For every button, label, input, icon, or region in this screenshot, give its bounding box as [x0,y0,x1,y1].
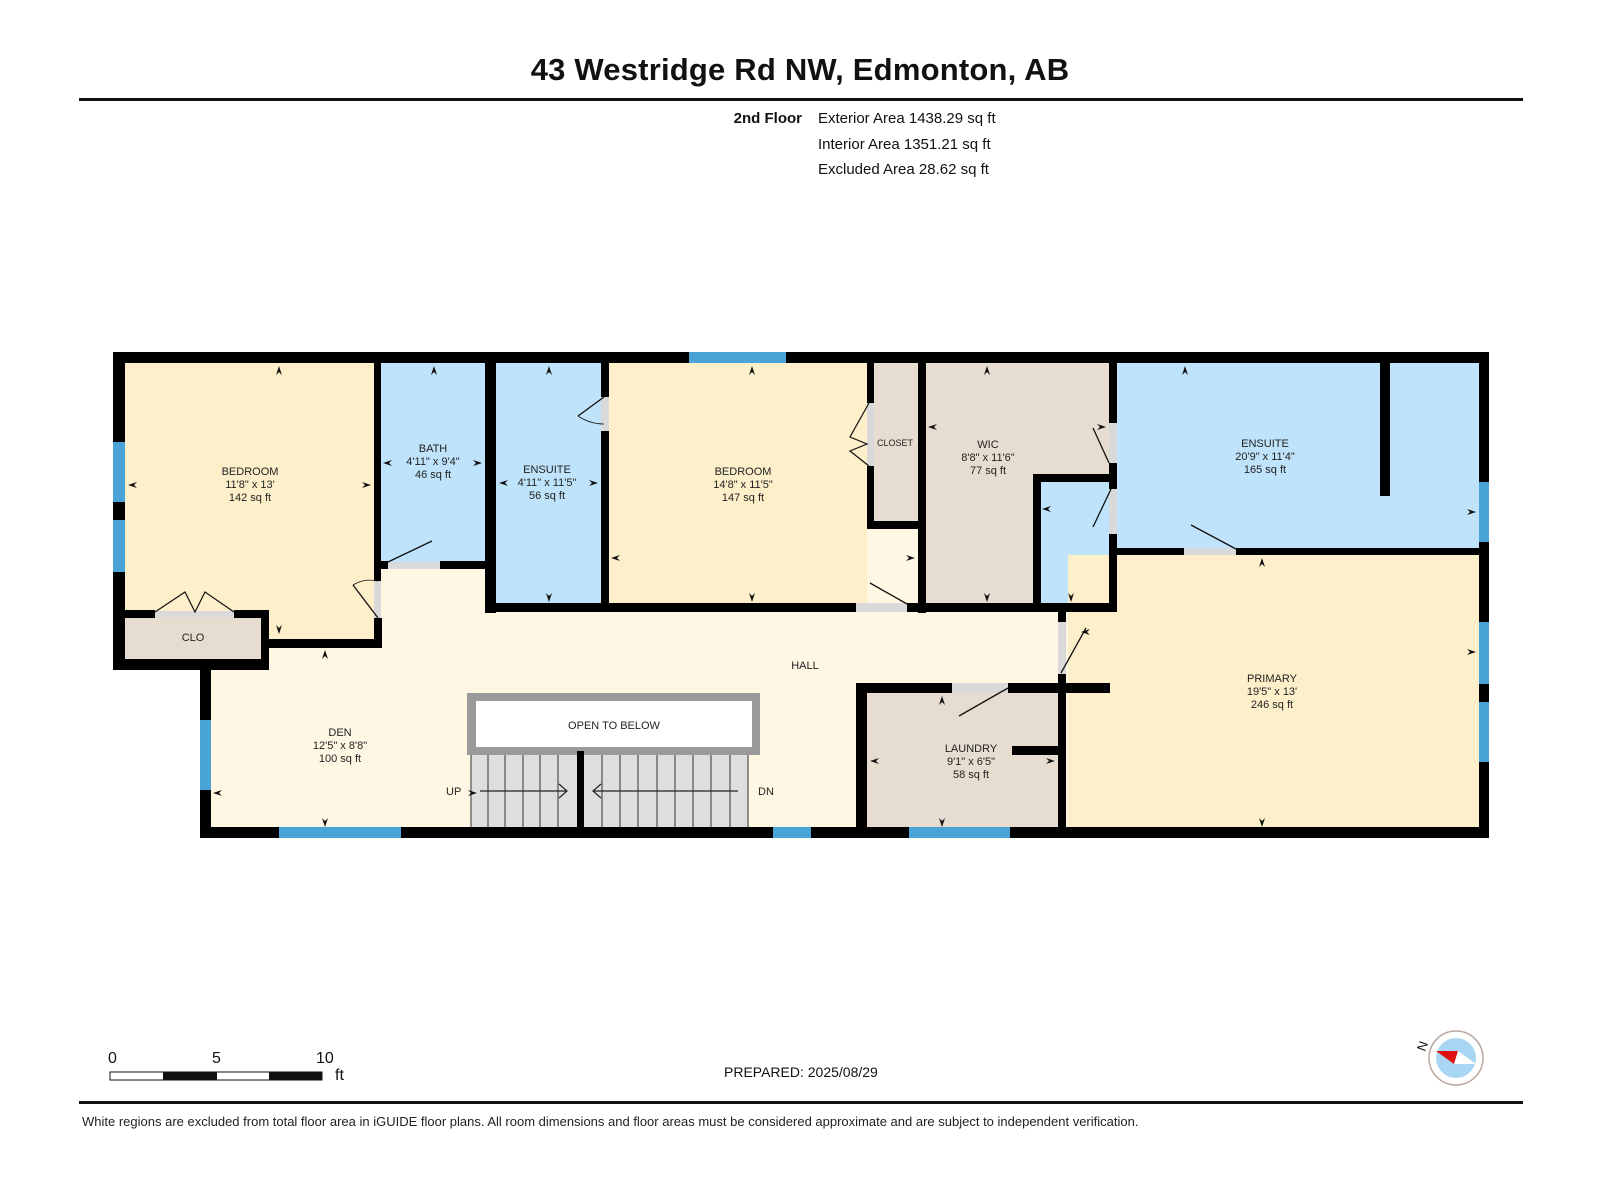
primary-name: PRIMARY [1247,673,1298,685]
wic-door[interactable] [1109,423,1117,463]
ensuite2-door[interactable] [1184,548,1236,555]
bedroom1-door[interactable] [374,581,381,618]
bath-area: 46 sq ft [415,469,451,481]
scale-tick-10: 10 [316,1050,334,1067]
exterior-notch [100,670,200,850]
wic-area: 77 sq ft [970,465,1006,477]
room-ensuite-1 [496,363,601,605]
ensuite2-name: ENSUITE [1241,438,1289,450]
stairs-up-label: UP [446,786,461,798]
room-ensuite-2 [1116,363,1479,550]
scale-unit: ft [335,1067,344,1084]
stairs-down-label: DN [758,786,774,798]
floor-label: 2nd Floor [733,110,802,127]
walls [113,352,1489,838]
excluded-area: Excluded Area 28.62 sq ft [818,161,989,178]
clo-door[interactable] [155,611,234,617]
den-dims: 12'5" x 8'8" [313,740,367,752]
bath-name: BATH [419,443,448,455]
doors[interactable] [154,396,1237,717]
windows [113,352,1489,838]
bath-dims: 4'11" x 9'4" [406,456,459,468]
stair-arrows [480,783,738,799]
interior-area: Interior Area 1351.21 sq ft [818,136,991,153]
page-title: 43 Westridge Rd NW, Edmonton, AB [530,52,1070,87]
ensuite1-door[interactable] [601,397,609,431]
laundry-dims: 9'1" x 6'5" [947,756,995,768]
den-name: DEN [328,727,351,739]
ensuite2-area: 165 sq ft [1244,464,1286,476]
stair-divider [577,751,584,831]
room-bedroom-1 [125,363,374,639]
scale-tick-5: 5 [212,1050,221,1067]
closet-door[interactable] [867,403,874,466]
bath-door[interactable] [388,562,440,569]
wic-name: WIC [977,439,998,451]
ensuite1-dims: 4'11" x 11'5" [518,477,577,489]
bedroom2-area: 147 sq ft [722,492,764,504]
closet-name: CLOSET [877,438,914,448]
laundry-name: LAUNDRY [945,743,998,755]
bedroom1-name: BEDROOM [222,466,279,478]
clo-name: CLO [182,632,205,644]
den-area: 100 sq ft [319,753,361,765]
laundry-door[interactable] [952,683,1008,693]
dimension-arrows [128,366,1476,827]
room-primary [1068,555,1479,830]
nook-door[interactable] [1109,489,1117,534]
primary-dims: 19'5" x 13' [1247,686,1297,698]
primary-door[interactable] [1058,622,1066,674]
ensuite1-area: 56 sq ft [529,490,565,502]
compass-north-label: N [1414,1039,1431,1053]
open-to-below [476,701,752,747]
room-bath [380,363,485,562]
ensuite2-dims: 20'9" x 11'4" [1235,451,1295,463]
scale-tick-0: 0 [108,1050,117,1067]
open-to-below-label: OPEN TO BELOW [568,720,661,732]
bedroom2-name: BEDROOM [715,466,772,478]
room-bedroom-2 [608,363,867,605]
header-divider [79,98,1523,101]
laundry-area: 58 sq ft [953,769,989,781]
room-closet [872,363,918,523]
bedroom2-dims: 14'8" x 11'5" [713,479,773,491]
scale-bar [109,1071,323,1081]
bedroom2-door[interactable] [856,603,907,612]
hall-name: HALL [791,660,819,672]
disclaimer: White regions are excluded from total fl… [82,1114,1139,1129]
bedroom1-dims: 11'8" x 13' [225,479,275,491]
ensuite1-name: ENSUITE [523,464,571,476]
compass-icon: N [1414,1030,1484,1086]
primary-area: 246 sq ft [1251,699,1293,711]
footer-divider [79,1101,1523,1104]
prepared-date: PREPARED: 2025/08/29 [724,1064,878,1080]
room-laundry [867,693,1058,830]
exterior-area: Exterior Area 1438.29 sq ft [818,110,996,127]
wic-dims: 8'8" x 11'6" [961,452,1014,464]
bedroom1-area: 142 sq ft [229,492,271,504]
room-clo [125,615,261,659]
